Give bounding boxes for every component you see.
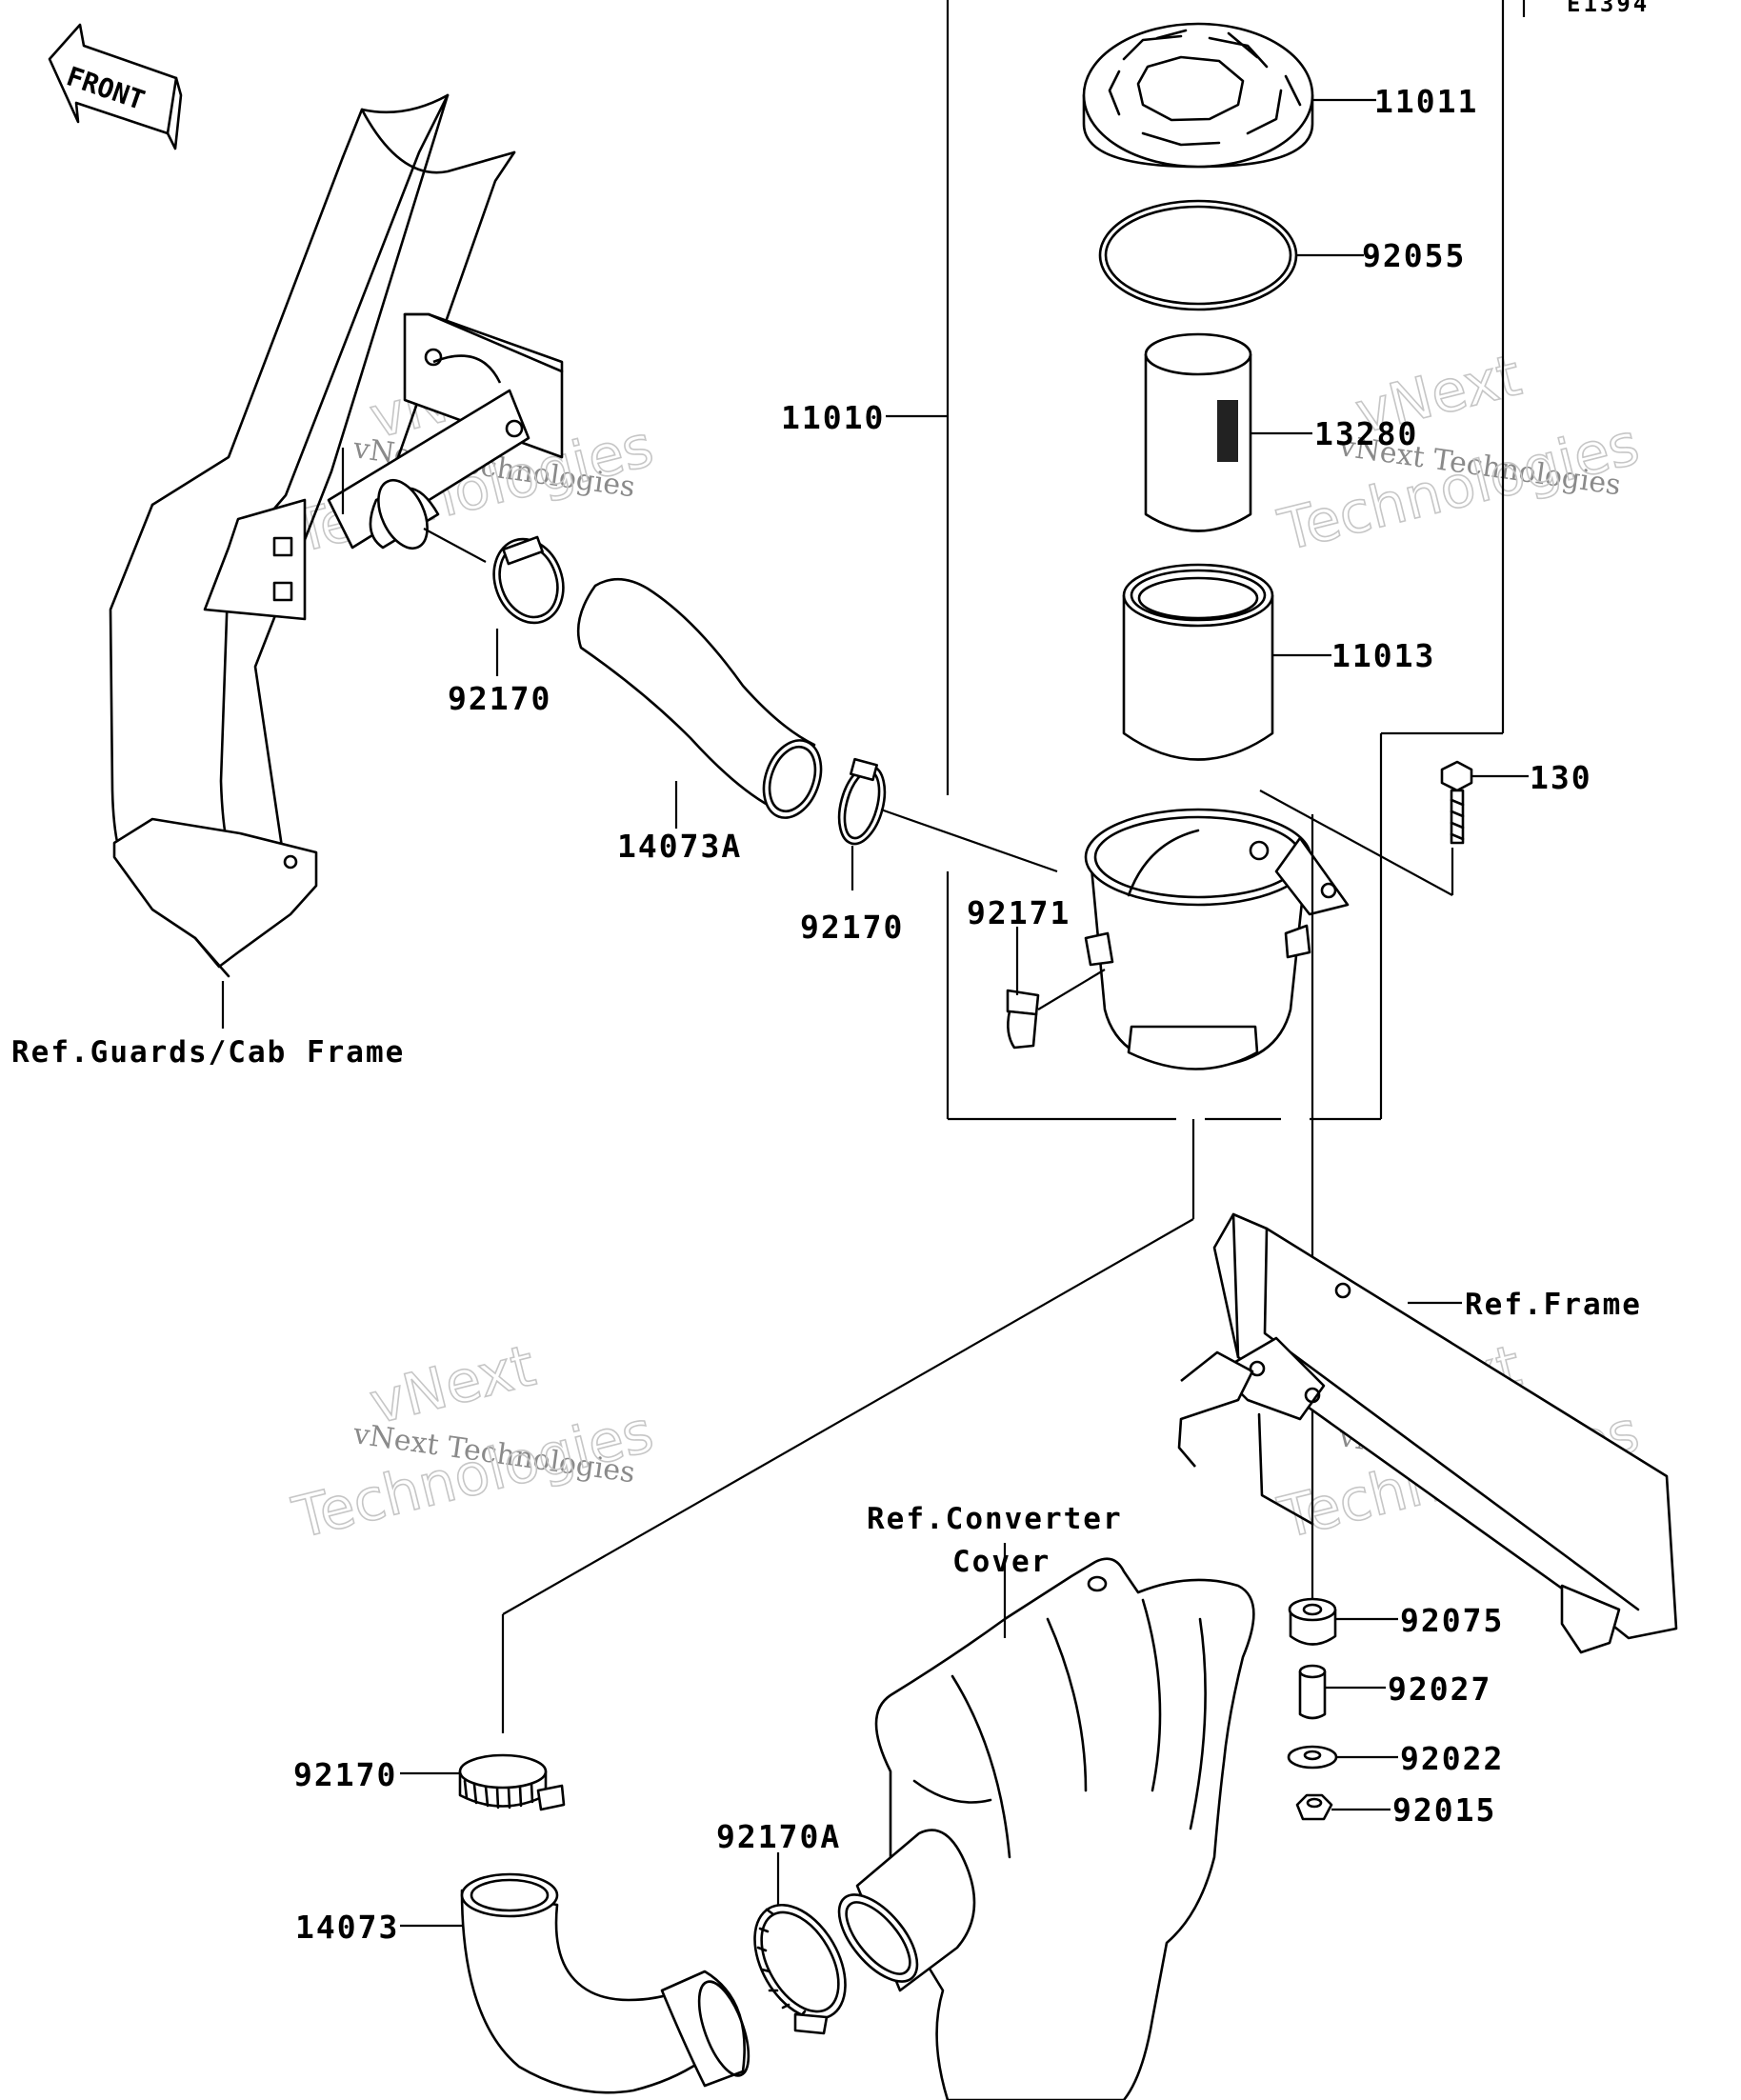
ref-converter-cover-line1: Ref.Converter <box>867 1502 1123 1536</box>
nut-92015 <box>1295 1793 1333 1821</box>
o-ring-92055 <box>1098 199 1298 311</box>
main-frame <box>1177 1212 1678 1654</box>
label-92022: 92022 <box>1400 1740 1504 1777</box>
bolt-130 <box>1440 760 1473 845</box>
assembly-bracket-11010 <box>946 0 1526 1121</box>
label-92055: 92055 <box>1362 237 1466 274</box>
clamp-92171 <box>1006 969 1106 1050</box>
label-92171: 92171 <box>967 894 1071 931</box>
label-13280: 13280 <box>1314 415 1418 452</box>
front-arrow-icon: FRONT <box>48 23 183 150</box>
label-14073A: 14073A <box>617 828 742 865</box>
ref-converter-cover-line2: Cover <box>952 1545 1051 1579</box>
converter-cover <box>837 1557 1255 2100</box>
label-11013: 11013 <box>1331 637 1435 674</box>
svg-text:Technologies: Technologies <box>287 1398 660 1551</box>
outlet-hose-14073 <box>460 1872 750 2094</box>
diagram-code: E1394 <box>1567 0 1650 17</box>
watermark-bottom-left: vNext vNext Technologies Technologies <box>286 1331 660 1552</box>
label-92170A: 92170A <box>716 1818 841 1855</box>
label-92015: 92015 <box>1392 1791 1496 1829</box>
collar-92027 <box>1298 1664 1327 1720</box>
hose-clamp-92170-lower <box>458 1753 566 1811</box>
hose-clamp-92170-mid <box>837 757 887 846</box>
washer-92022 <box>1287 1745 1338 1770</box>
filter-element-13280 <box>1144 332 1252 532</box>
filter-element-11013 <box>1122 563 1274 761</box>
label-14073: 14073 <box>295 1909 399 1946</box>
label-92170-upper: 92170 <box>448 680 551 717</box>
cab-frame <box>109 93 564 978</box>
grommet-92075 <box>1288 1597 1337 1646</box>
label-92170-mid: 92170 <box>800 909 904 946</box>
label-11011: 11011 <box>1374 83 1478 120</box>
air-cleaner-housing-11010 <box>1084 808 1350 1070</box>
ref-frame: Ref.Frame <box>1465 1288 1642 1322</box>
duct-sleeve-upper <box>369 479 440 550</box>
ref-guards-cab-frame: Ref.Guards/Cab Frame <box>11 1035 405 1070</box>
label-92027: 92027 <box>1388 1670 1491 1708</box>
label-130: 130 <box>1530 759 1592 796</box>
hose-clamp-92170A <box>753 1903 847 2035</box>
air-cleaner-cap-11011 <box>1082 22 1314 169</box>
intake-duct-14073A <box>576 577 823 819</box>
label-92170-lower: 92170 <box>293 1756 397 1793</box>
label-11010: 11010 <box>781 399 885 436</box>
watermark-top-right: vNext vNext Technologies Technologies <box>1271 341 1646 565</box>
hose-clamp-92170-upper <box>492 535 565 625</box>
label-92075: 92075 <box>1400 1602 1504 1639</box>
